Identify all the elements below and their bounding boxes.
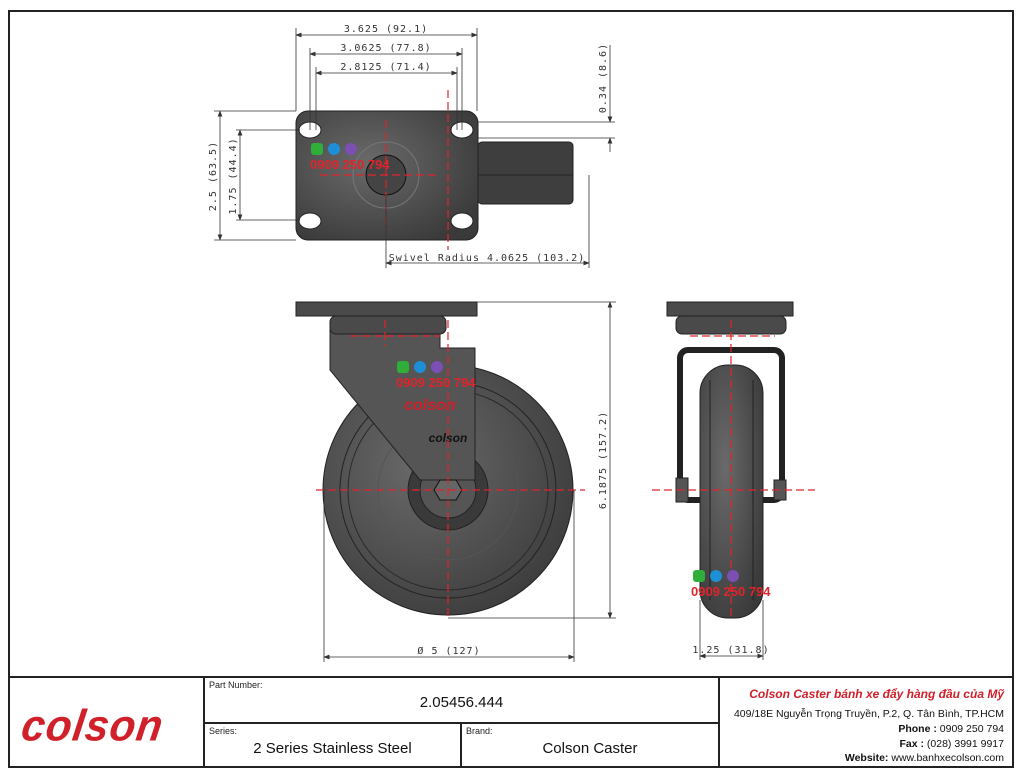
logo-cell: colson — [8, 678, 203, 768]
fax-value: (028) 3991 9917 — [926, 738, 1004, 750]
side-view: 1.25 (31.8) — [652, 301, 815, 660]
top-view: 3.625 (92.1) 3.0625 (77.8) 2.8125 (71.4)… — [208, 24, 615, 268]
dim-hole-inner: 2.8125 (71.4) — [340, 62, 431, 73]
hub-logo: colson — [429, 431, 468, 445]
series-label: Series: — [209, 726, 238, 736]
dim-offset: 0.34 (8.6) — [598, 43, 609, 113]
dim-swivel-radius: Swivel Radius 4.0625 (103.2) — [389, 253, 586, 264]
website-link[interactable]: www.banhxecolson.com — [891, 752, 1004, 764]
brand-value: Colson Caster — [542, 740, 638, 757]
title-block: colson Part Number: 2.05456.444 Series: … — [8, 676, 1014, 768]
series-value: 2 Series Stainless Steel — [253, 740, 412, 757]
company-info-cell: Colson Caster bánh xe đẩy hàng đầu của M… — [718, 678, 1014, 768]
drawing-frame — [8, 10, 1014, 768]
contact-watermark: 0909 250 794 — [691, 570, 771, 599]
dim-hole-outer: 3.0625 (77.8) — [340, 43, 431, 54]
fax-label: Fax : — [899, 738, 924, 750]
colson-logo: colson — [18, 700, 167, 751]
part-number: 2.05456.444 — [419, 694, 504, 711]
dim-hole-spacing: 1.75 (44.4) — [228, 137, 239, 214]
watermark-phone: 0909 250 794 — [691, 584, 771, 599]
company-address: 409/18E Nguyễn Trọng Truyền, P.2, Q. Tân… — [733, 708, 1004, 720]
top-plate-front — [295, 301, 478, 317]
company-tagline: Colson Caster bánh xe đẩy hàng đầu của M… — [749, 687, 1004, 701]
website-label: Website: — [844, 752, 889, 764]
brand-cell: Brand: Colson Caster — [460, 724, 718, 768]
watermark-phone: 0909 250 794 — [396, 375, 476, 390]
top-plate-side — [666, 301, 794, 317]
phone-value: 0909 250 794 — [939, 723, 1004, 735]
front-view: colson 6.1875 (157.2) Ø 5 (127) — [295, 301, 616, 662]
brand-label: Brand: — [466, 726, 493, 736]
dim-wheel-width: 1.25 (31.8) — [692, 645, 769, 656]
dim-wheel-diameter: Ø 5 (127) — [417, 645, 480, 657]
dim-plate-height: 2.5 (63.5) — [208, 141, 219, 211]
dim-overall-height: 6.1875 (157.2) — [598, 411, 609, 509]
contact-watermark: 0909 250 794 — [310, 143, 390, 172]
wheel-top-profile — [477, 141, 574, 205]
series-cell: Series: 2 Series Stainless Steel — [203, 724, 460, 768]
phone-label: Phone : — [898, 723, 937, 735]
technical-drawing: 3.625 (92.1) 3.0625 (77.8) 2.8125 (71.4)… — [208, 24, 815, 662]
watermark-logo: colson — [404, 397, 456, 414]
part-number-label: Part Number: — [209, 680, 263, 690]
watermark-phone: 0909 250 794 — [310, 157, 390, 172]
part-number-cell: Part Number: 2.05456.444 — [203, 678, 718, 724]
contact-watermark: 0909 250 794 colson — [396, 361, 476, 414]
dim-overall-width: 3.625 (92.1) — [344, 24, 428, 35]
